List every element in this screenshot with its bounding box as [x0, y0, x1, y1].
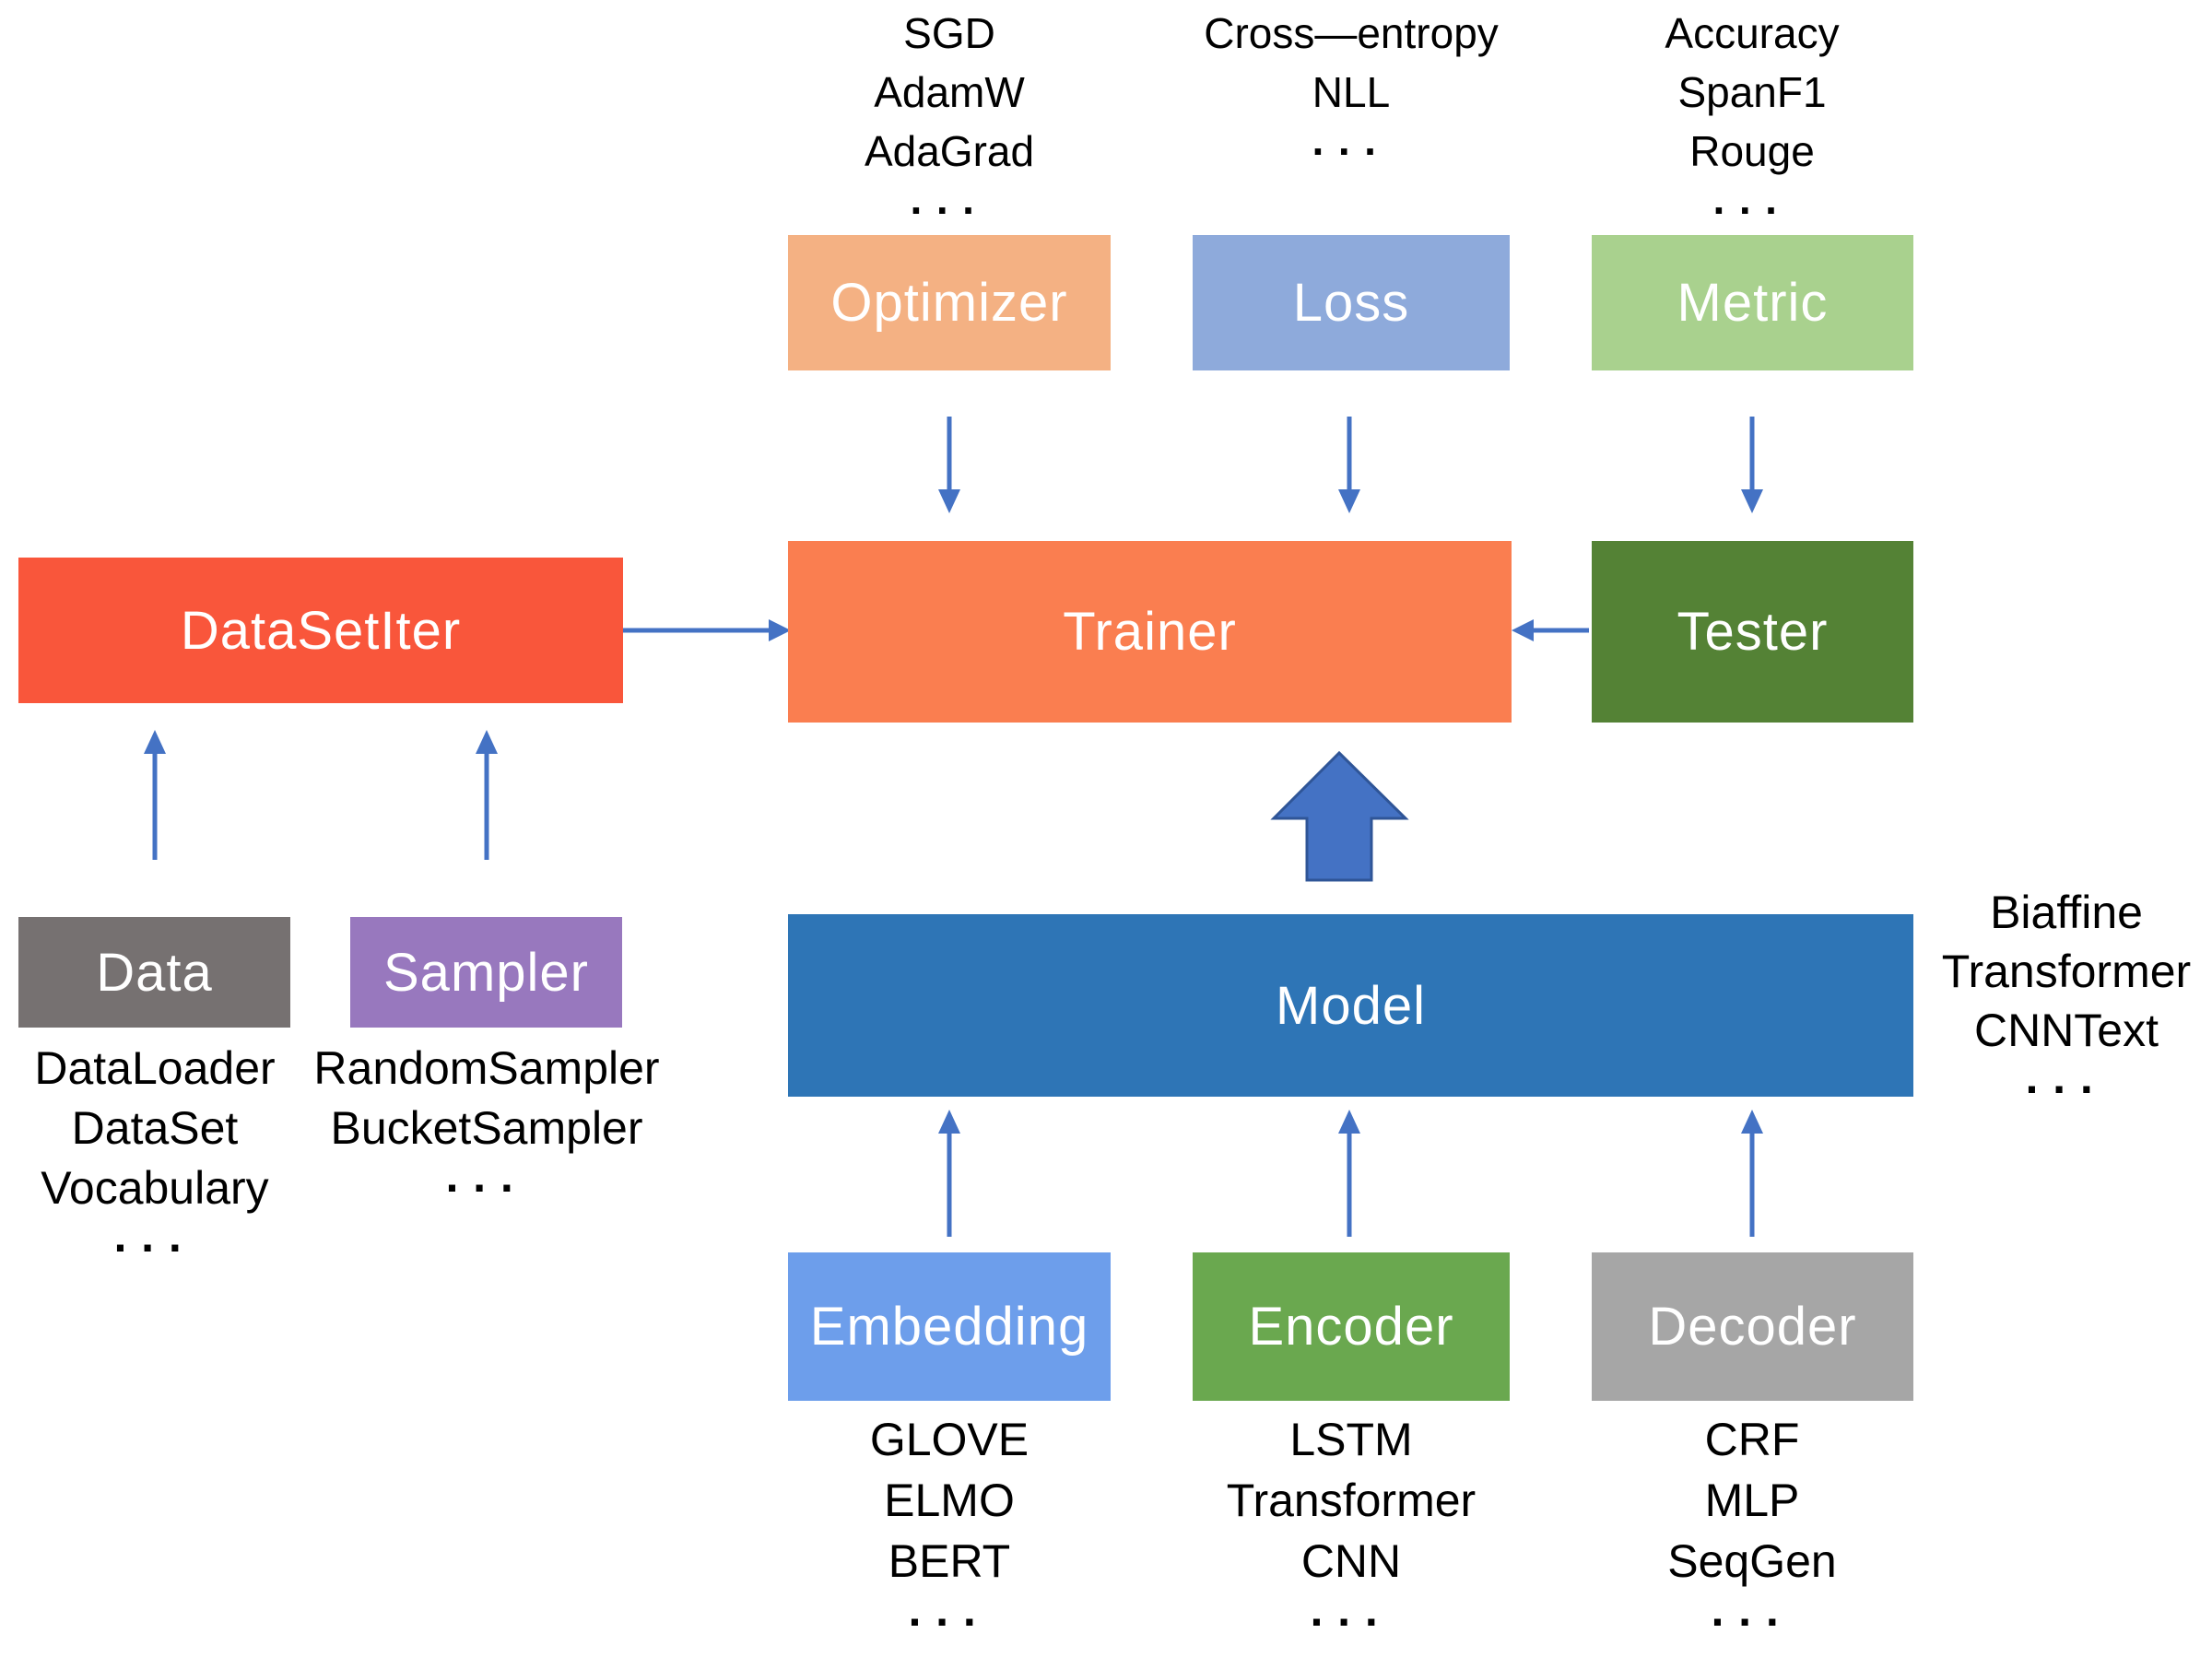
- node-decoder: Decoder: [1592, 1252, 1913, 1401]
- loss-options-list: Cross—entropy NLL ···: [1121, 4, 1582, 181]
- node-data-label: Data: [96, 942, 213, 1003]
- block-arrow-model-to-trainer: [1270, 750, 1409, 882]
- list-item: Transformer: [1941, 946, 2192, 997]
- node-embedding: Embedding: [788, 1252, 1111, 1401]
- node-encoder-label: Encoder: [1248, 1297, 1454, 1357]
- data-options-list: DataLoader DataSet Vocabulary ···: [0, 1039, 385, 1278]
- list-item: ELMO: [884, 1475, 1015, 1526]
- node-tester: Tester: [1592, 541, 1913, 723]
- node-encoder: Encoder: [1193, 1252, 1510, 1401]
- arrow-encoder-to-model: [1338, 1110, 1360, 1237]
- ellipsis: ···: [113, 1222, 196, 1274]
- arrow-metric-to-tester: [1741, 417, 1763, 513]
- arrow-sampler-to-datasetiter: [476, 730, 498, 860]
- node-trainer: Trainer: [788, 541, 1512, 723]
- list-item: BucketSampler: [330, 1102, 643, 1154]
- metric-options-list: Accuracy SpanF1 Rouge ···: [1522, 4, 1983, 240]
- arrow-loss-to-trainer: [1338, 417, 1360, 513]
- node-decoder-label: Decoder: [1648, 1297, 1857, 1357]
- list-item: CNN: [1300, 1535, 1402, 1587]
- list-item: AdaGrad: [864, 127, 1035, 175]
- node-loss: Loss: [1193, 235, 1510, 370]
- ellipsis: ···: [908, 1596, 991, 1648]
- list-item: Accuracy: [1665, 9, 1840, 57]
- ellipsis: ···: [445, 1162, 528, 1214]
- encoder-options-list: LSTM Transformer CNN ···: [1121, 1409, 1582, 1652]
- ellipsis: ···: [1312, 127, 1391, 175]
- arrow-optimizer-to-trainer: [938, 417, 960, 513]
- arrow-tester-to-trainer: [1512, 619, 1589, 641]
- embedding-options-list: GLOVE ELMO BERT ···: [719, 1409, 1180, 1652]
- node-sampler: Sampler: [350, 917, 622, 1028]
- list-item: DataSet: [71, 1102, 239, 1154]
- list-item: CRF: [1704, 1414, 1800, 1465]
- arrow-datasetiter-to-trainer: [623, 619, 791, 641]
- list-item: GLOVE: [869, 1414, 1030, 1465]
- decoder-options-list: CRF MLP SeqGen ···: [1522, 1409, 1983, 1652]
- node-model: Model: [788, 914, 1913, 1097]
- arrow-decoder-to-model: [1741, 1110, 1763, 1237]
- arrow-embedding-to-model: [938, 1110, 960, 1237]
- list-item: Rouge: [1689, 127, 1815, 175]
- list-item: SpanF1: [1677, 68, 1827, 116]
- list-item: Transformer: [1226, 1475, 1477, 1526]
- node-sampler-label: Sampler: [383, 942, 589, 1003]
- node-datasetiter-label: DataSetIter: [180, 600, 462, 661]
- node-loss-label: Loss: [1292, 273, 1410, 333]
- list-item: CNNText: [1973, 1005, 2159, 1056]
- list-item: RandomSampler: [313, 1042, 660, 1094]
- arrow-data-to-datasetiter: [144, 730, 166, 860]
- ellipsis: ···: [910, 186, 989, 234]
- list-item: AdamW: [874, 68, 1025, 116]
- ellipsis: ···: [1711, 1596, 1794, 1648]
- ellipsis: ···: [1310, 1596, 1393, 1648]
- ellipsis: ···: [2025, 1064, 2108, 1115]
- node-trainer-label: Trainer: [1063, 602, 1237, 662]
- list-item: Vocabulary: [41, 1162, 269, 1214]
- node-model-label: Model: [1276, 975, 1426, 1036]
- node-tester-label: Tester: [1677, 602, 1829, 662]
- sampler-options-list: RandomSampler BucketSampler ···: [256, 1039, 717, 1218]
- node-metric-label: Metric: [1677, 273, 1829, 333]
- list-item: LSTM: [1289, 1414, 1413, 1465]
- list-item: Cross—entropy: [1204, 9, 1499, 57]
- model-options-list: Biaffine Transformer CNNText ···: [1836, 883, 2212, 1119]
- node-metric: Metric: [1592, 235, 1913, 370]
- list-item: MLP: [1704, 1475, 1800, 1526]
- list-item: Biaffine: [1990, 887, 2143, 938]
- list-item: SeqGen: [1667, 1535, 1837, 1587]
- list-item: BERT: [888, 1535, 1011, 1587]
- list-item: SGD: [903, 9, 995, 57]
- list-item: DataLoader: [34, 1042, 276, 1094]
- ellipsis: ···: [1712, 186, 1792, 234]
- optimizer-options-list: SGD AdamW AdaGrad ···: [719, 4, 1180, 240]
- node-optimizer-label: Optimizer: [830, 273, 1068, 333]
- node-datasetiter: DataSetIter: [18, 558, 623, 703]
- node-optimizer: Optimizer: [788, 235, 1111, 370]
- node-data: Data: [18, 917, 290, 1028]
- node-embedding-label: Embedding: [809, 1297, 1089, 1357]
- list-item: NLL: [1312, 68, 1391, 116]
